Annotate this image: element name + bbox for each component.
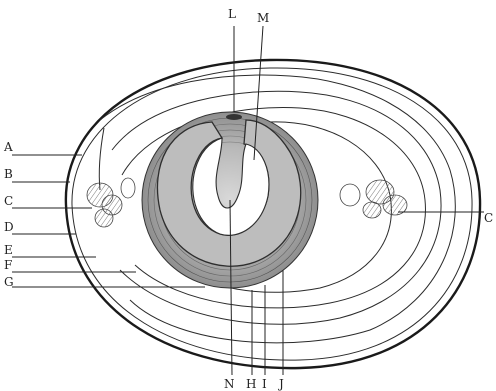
label-j: J	[277, 377, 284, 391]
label-h: H	[246, 377, 256, 391]
albumen-layer-2	[99, 128, 104, 190]
label-c: C	[4, 194, 13, 208]
label-i: I	[262, 377, 267, 391]
label-e: E	[4, 243, 13, 257]
label-d: D	[4, 220, 14, 234]
label-a: A	[3, 140, 13, 154]
label-f: F	[4, 258, 12, 272]
label-l: L	[228, 7, 236, 21]
label-c2: C	[484, 211, 493, 225]
label-n: N	[224, 377, 235, 391]
germinal-spot	[226, 114, 242, 120]
label-m: M	[257, 11, 269, 25]
chalaza-right	[340, 180, 407, 218]
label-g: G	[4, 275, 14, 289]
chalaza-left	[87, 178, 135, 227]
label-b: B	[4, 167, 13, 181]
